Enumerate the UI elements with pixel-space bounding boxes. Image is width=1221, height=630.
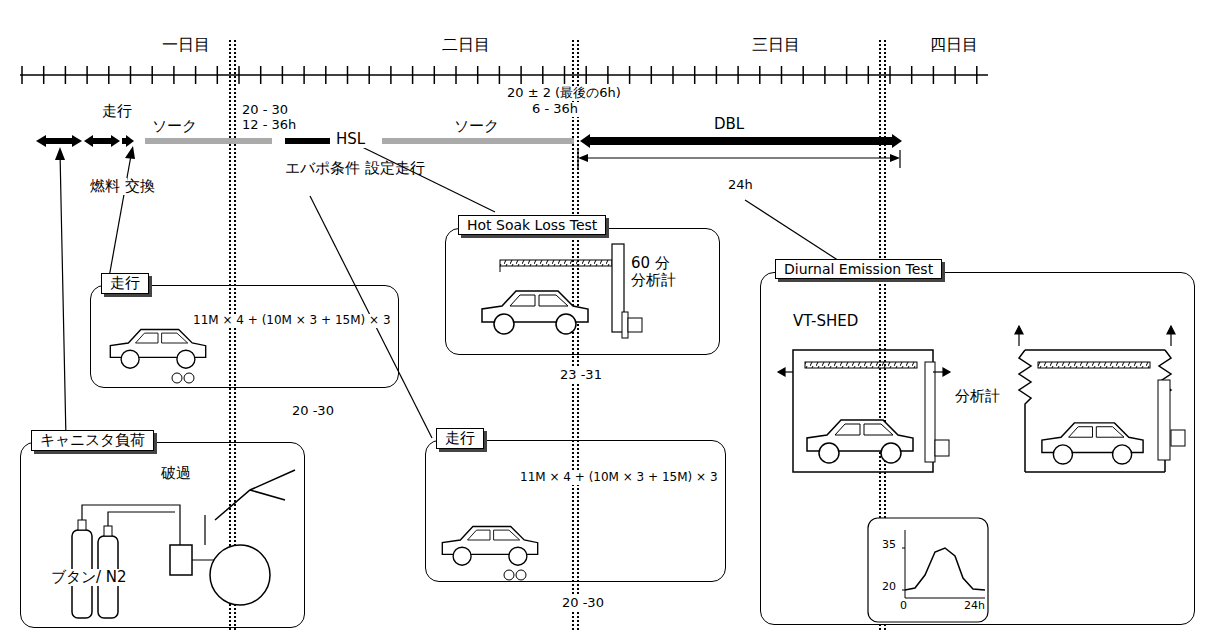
- day-label: 四日目: [928, 36, 980, 54]
- axis-label: 24h: [962, 600, 987, 613]
- step-label: 燃料 交換: [88, 178, 127, 195]
- hot-soak-panel: Hot Soak Loss Test60 分 分析計: [445, 228, 720, 355]
- body-text: ブタン/ N2: [49, 569, 129, 586]
- temperature-range: 20 -30: [560, 596, 606, 611]
- body-text: 11M × 4 + (10M × 3 + 15M) × 3: [191, 314, 393, 328]
- diurnal-panel: Diurnal Emission TestVT-SHED分析計: [760, 272, 1195, 625]
- duration-label: 24h: [726, 178, 755, 193]
- step-label: エバポ条件 設定走行: [283, 160, 368, 177]
- body-text: VT-SHED: [791, 313, 860, 330]
- body-text: 分析計: [953, 388, 1002, 405]
- day-label: 三日目: [750, 36, 802, 54]
- duration-range: 6 - 36h: [530, 102, 580, 117]
- body-text: 60 分 分析計: [629, 255, 683, 290]
- body-text: 11M × 4 + (10M × 3 + 15M) × 3: [518, 471, 720, 485]
- phase-label: DBL: [712, 116, 746, 133]
- phase-label: ソーク: [452, 118, 501, 135]
- axis-label: 20: [880, 581, 898, 594]
- axis-label: 35: [880, 539, 898, 552]
- panel-title: Diurnal Emission Test: [775, 259, 942, 279]
- day-label: 二日目: [440, 36, 492, 54]
- phase-label: 走行: [100, 103, 134, 120]
- temperature-range: 23 -31: [558, 368, 604, 383]
- temperature-range: 20 -30: [290, 404, 336, 419]
- phase-label: HSL: [334, 131, 367, 148]
- panel-title: キャニスタ負荷: [31, 430, 154, 451]
- axis-label: 0: [898, 600, 909, 613]
- panel-title: 走行: [101, 273, 149, 294]
- panel-title: Hot Soak Loss Test: [458, 215, 606, 235]
- panel-title: 走行: [436, 428, 484, 449]
- phase-label: ソーク: [150, 118, 199, 135]
- day-label: 一日目: [160, 36, 212, 54]
- canister-panel: キャニスタ負荷破過ブタン/ N2: [20, 442, 305, 628]
- body-text: 破過: [159, 465, 193, 482]
- run-panel: 走行11M × 4 + (10M × 3 + 15M) × 3: [90, 285, 399, 388]
- temperature-range: 20 - 30: [240, 103, 290, 118]
- temperature-range: 20 ± 2 (最後の6h): [505, 86, 623, 101]
- duration-range: 12 - 36h: [240, 118, 298, 133]
- run-panel: 走行11M × 4 + (10M × 3 + 15M) × 3: [425, 440, 726, 582]
